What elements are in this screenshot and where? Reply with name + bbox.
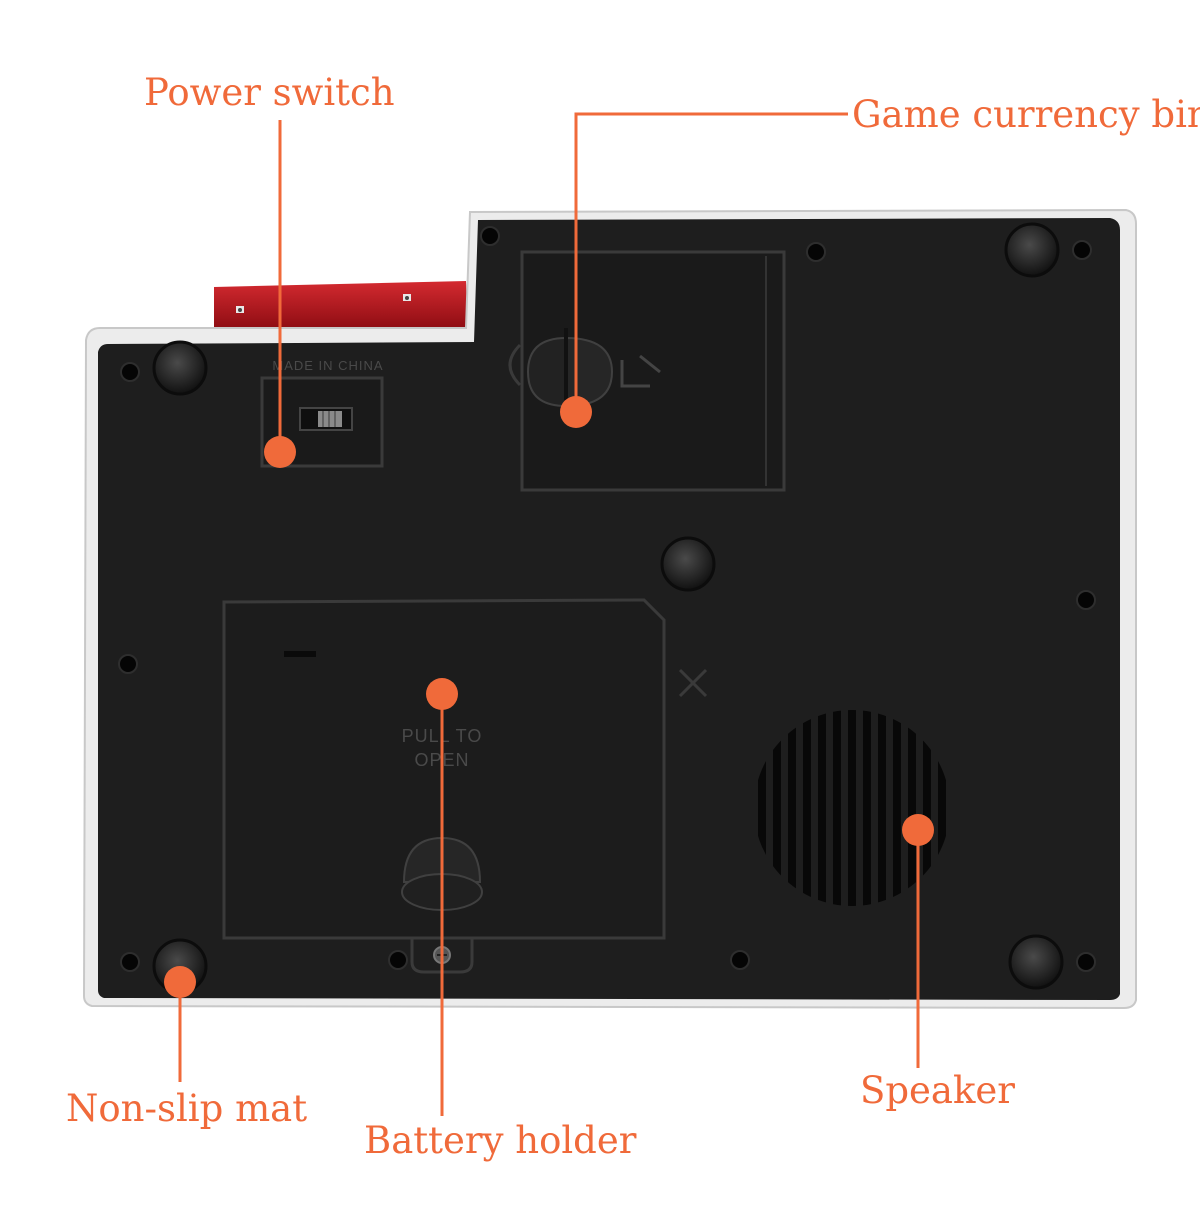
speaker-slot — [788, 710, 796, 906]
foot-center — [660, 536, 716, 592]
speaker-slot — [758, 710, 766, 906]
speaker-slot — [908, 710, 916, 906]
speaker-slot — [773, 710, 781, 906]
speaker-slot — [833, 710, 841, 906]
foot-bottom-right — [1008, 934, 1064, 990]
foot-top-right — [1004, 222, 1060, 278]
speaker-slot — [803, 710, 811, 906]
x-mark — [678, 668, 708, 698]
currency-bin-leader — [574, 112, 848, 412]
foot-top-left — [152, 340, 208, 396]
screw-holes — [118, 226, 1096, 972]
speaker-slot — [848, 710, 856, 906]
speaker-slot — [818, 710, 826, 906]
speaker-slot — [923, 710, 931, 906]
speaker-dot — [902, 814, 934, 846]
currency-bin-cover — [508, 250, 786, 492]
made-in-china-text: MADE IN CHINA — [272, 358, 383, 373]
speaker-label: Speaker — [860, 1069, 1015, 1112]
currency-bin-dot — [560, 396, 592, 428]
non-slip-mat-dot — [164, 966, 196, 998]
callout-lines — [178, 112, 920, 1116]
callout-dots — [164, 396, 934, 998]
game-currency-bin-label: Game currency bin — [852, 93, 1200, 136]
battery-holder-dot — [426, 678, 458, 710]
red-top-panel — [214, 281, 468, 330]
speaker-slot — [893, 710, 901, 906]
power-switch-label: Power switch — [144, 71, 395, 114]
battery-holder-cover: PULL TO OPEN — [222, 598, 666, 974]
speaker-slot — [938, 710, 946, 906]
speaker-grille — [758, 710, 946, 906]
non-slip-mat-label: Non-slip mat — [66, 1087, 308, 1130]
power-switch-dot — [264, 436, 296, 468]
speaker-slot — [878, 710, 886, 906]
battery-holder-label: Battery holder — [364, 1119, 637, 1162]
speaker-slot — [863, 710, 871, 906]
